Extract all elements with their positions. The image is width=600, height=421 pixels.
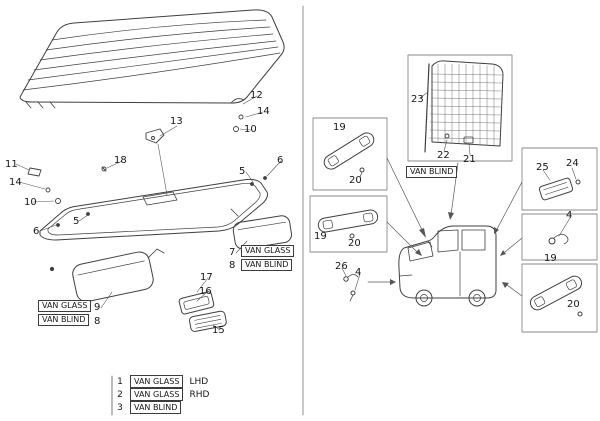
grab-handle-rear-drawing	[529, 275, 583, 317]
lamp-lens-drawing	[188, 310, 227, 332]
callout-10-a: 10	[244, 124, 257, 135]
callout-12: 12	[250, 90, 263, 101]
callout-22: 22	[437, 150, 450, 161]
callout-4-a: 4	[566, 210, 573, 221]
legend-num-2: 2	[117, 389, 123, 400]
callout-20-b: 20	[348, 238, 361, 249]
legend-num-1: 1	[117, 376, 123, 387]
callout-14-a: 14	[257, 106, 270, 117]
callout-24: 24	[566, 158, 579, 169]
callout-19-b: 19	[314, 231, 327, 242]
callout-20-c: 20	[567, 299, 580, 310]
legend-variant-2: RHD	[189, 389, 210, 400]
legend-num-3: 3	[117, 402, 123, 413]
van-blind-label-net: VAN BLIND	[406, 166, 458, 178]
callout-7: 7	[229, 247, 236, 258]
callout-10-b: 10	[24, 197, 37, 208]
callout-23: 23	[411, 94, 424, 105]
blind-bracket-drawing	[538, 167, 581, 201]
van-glass-label-left: VAN GLASS	[38, 300, 92, 312]
legend-variant-1: LHD	[189, 376, 209, 387]
legend-label-1: VAN GLASS	[130, 375, 184, 388]
van-glass-label-right: VAN GLASS	[241, 245, 295, 257]
callout-19-a: 19	[333, 122, 346, 133]
legend-label-2: VAN GLASS	[130, 388, 184, 401]
callout-16: 16	[199, 286, 212, 297]
roof-panel-drawing	[19, 9, 285, 109]
callout-19-c: 19	[544, 253, 557, 264]
callout-11: 11	[5, 159, 18, 170]
van-drawing	[398, 225, 497, 307]
legend-row-3: 3 VAN BLIND	[116, 401, 209, 414]
legend-label-3: VAN BLIND	[130, 401, 182, 414]
callout-18: 18	[114, 155, 127, 166]
mounting-parts-drawings	[27, 98, 245, 204]
loose-fasteners-drawing	[341, 267, 361, 302]
callout-8-a: 8	[229, 260, 236, 271]
pointer-arrows	[367, 157, 523, 297]
callout-20-a: 20	[349, 175, 362, 186]
callout-6-a: 6	[277, 155, 284, 166]
callout-9: 9	[94, 302, 101, 313]
callout-6-b: 6	[33, 226, 40, 237]
callout-13: 13	[170, 116, 183, 127]
headliner-panel-drawing	[39, 176, 268, 272]
callout-14-b: 14	[9, 177, 22, 188]
callout-8-b: 8	[94, 316, 101, 327]
detail-boxes	[309, 54, 598, 333]
sun-visor-left-drawing	[72, 248, 165, 303]
fastener-clip-drawing	[548, 217, 571, 245]
callout-5-b: 5	[73, 216, 80, 227]
grab-handle-middle-drawing	[317, 209, 379, 239]
callout-15: 15	[212, 325, 225, 336]
callout-25: 25	[536, 162, 549, 173]
callout-4-b: 4	[355, 267, 362, 278]
interior-lamp-drawing	[178, 291, 215, 315]
cargo-net-drawing	[419, 60, 504, 156]
legend-row-2: 2 VAN GLASS RHD	[116, 388, 210, 401]
van-blind-label-left: VAN BLIND	[38, 314, 90, 326]
grab-handle-top-drawing	[323, 132, 375, 178]
callout-26: 26	[335, 261, 348, 272]
callout-5-a: 5	[239, 166, 246, 177]
callout-17: 17	[200, 272, 213, 283]
leader-lines	[15, 95, 282, 331]
callout-21: 21	[463, 154, 476, 165]
legend: 1 VAN GLASS LHD 2 VAN GLASS RHD 3 VAN BL…	[116, 375, 210, 414]
van-blind-label-right: VAN BLIND	[241, 259, 293, 271]
legend-row-1: 1 VAN GLASS LHD	[116, 375, 209, 388]
